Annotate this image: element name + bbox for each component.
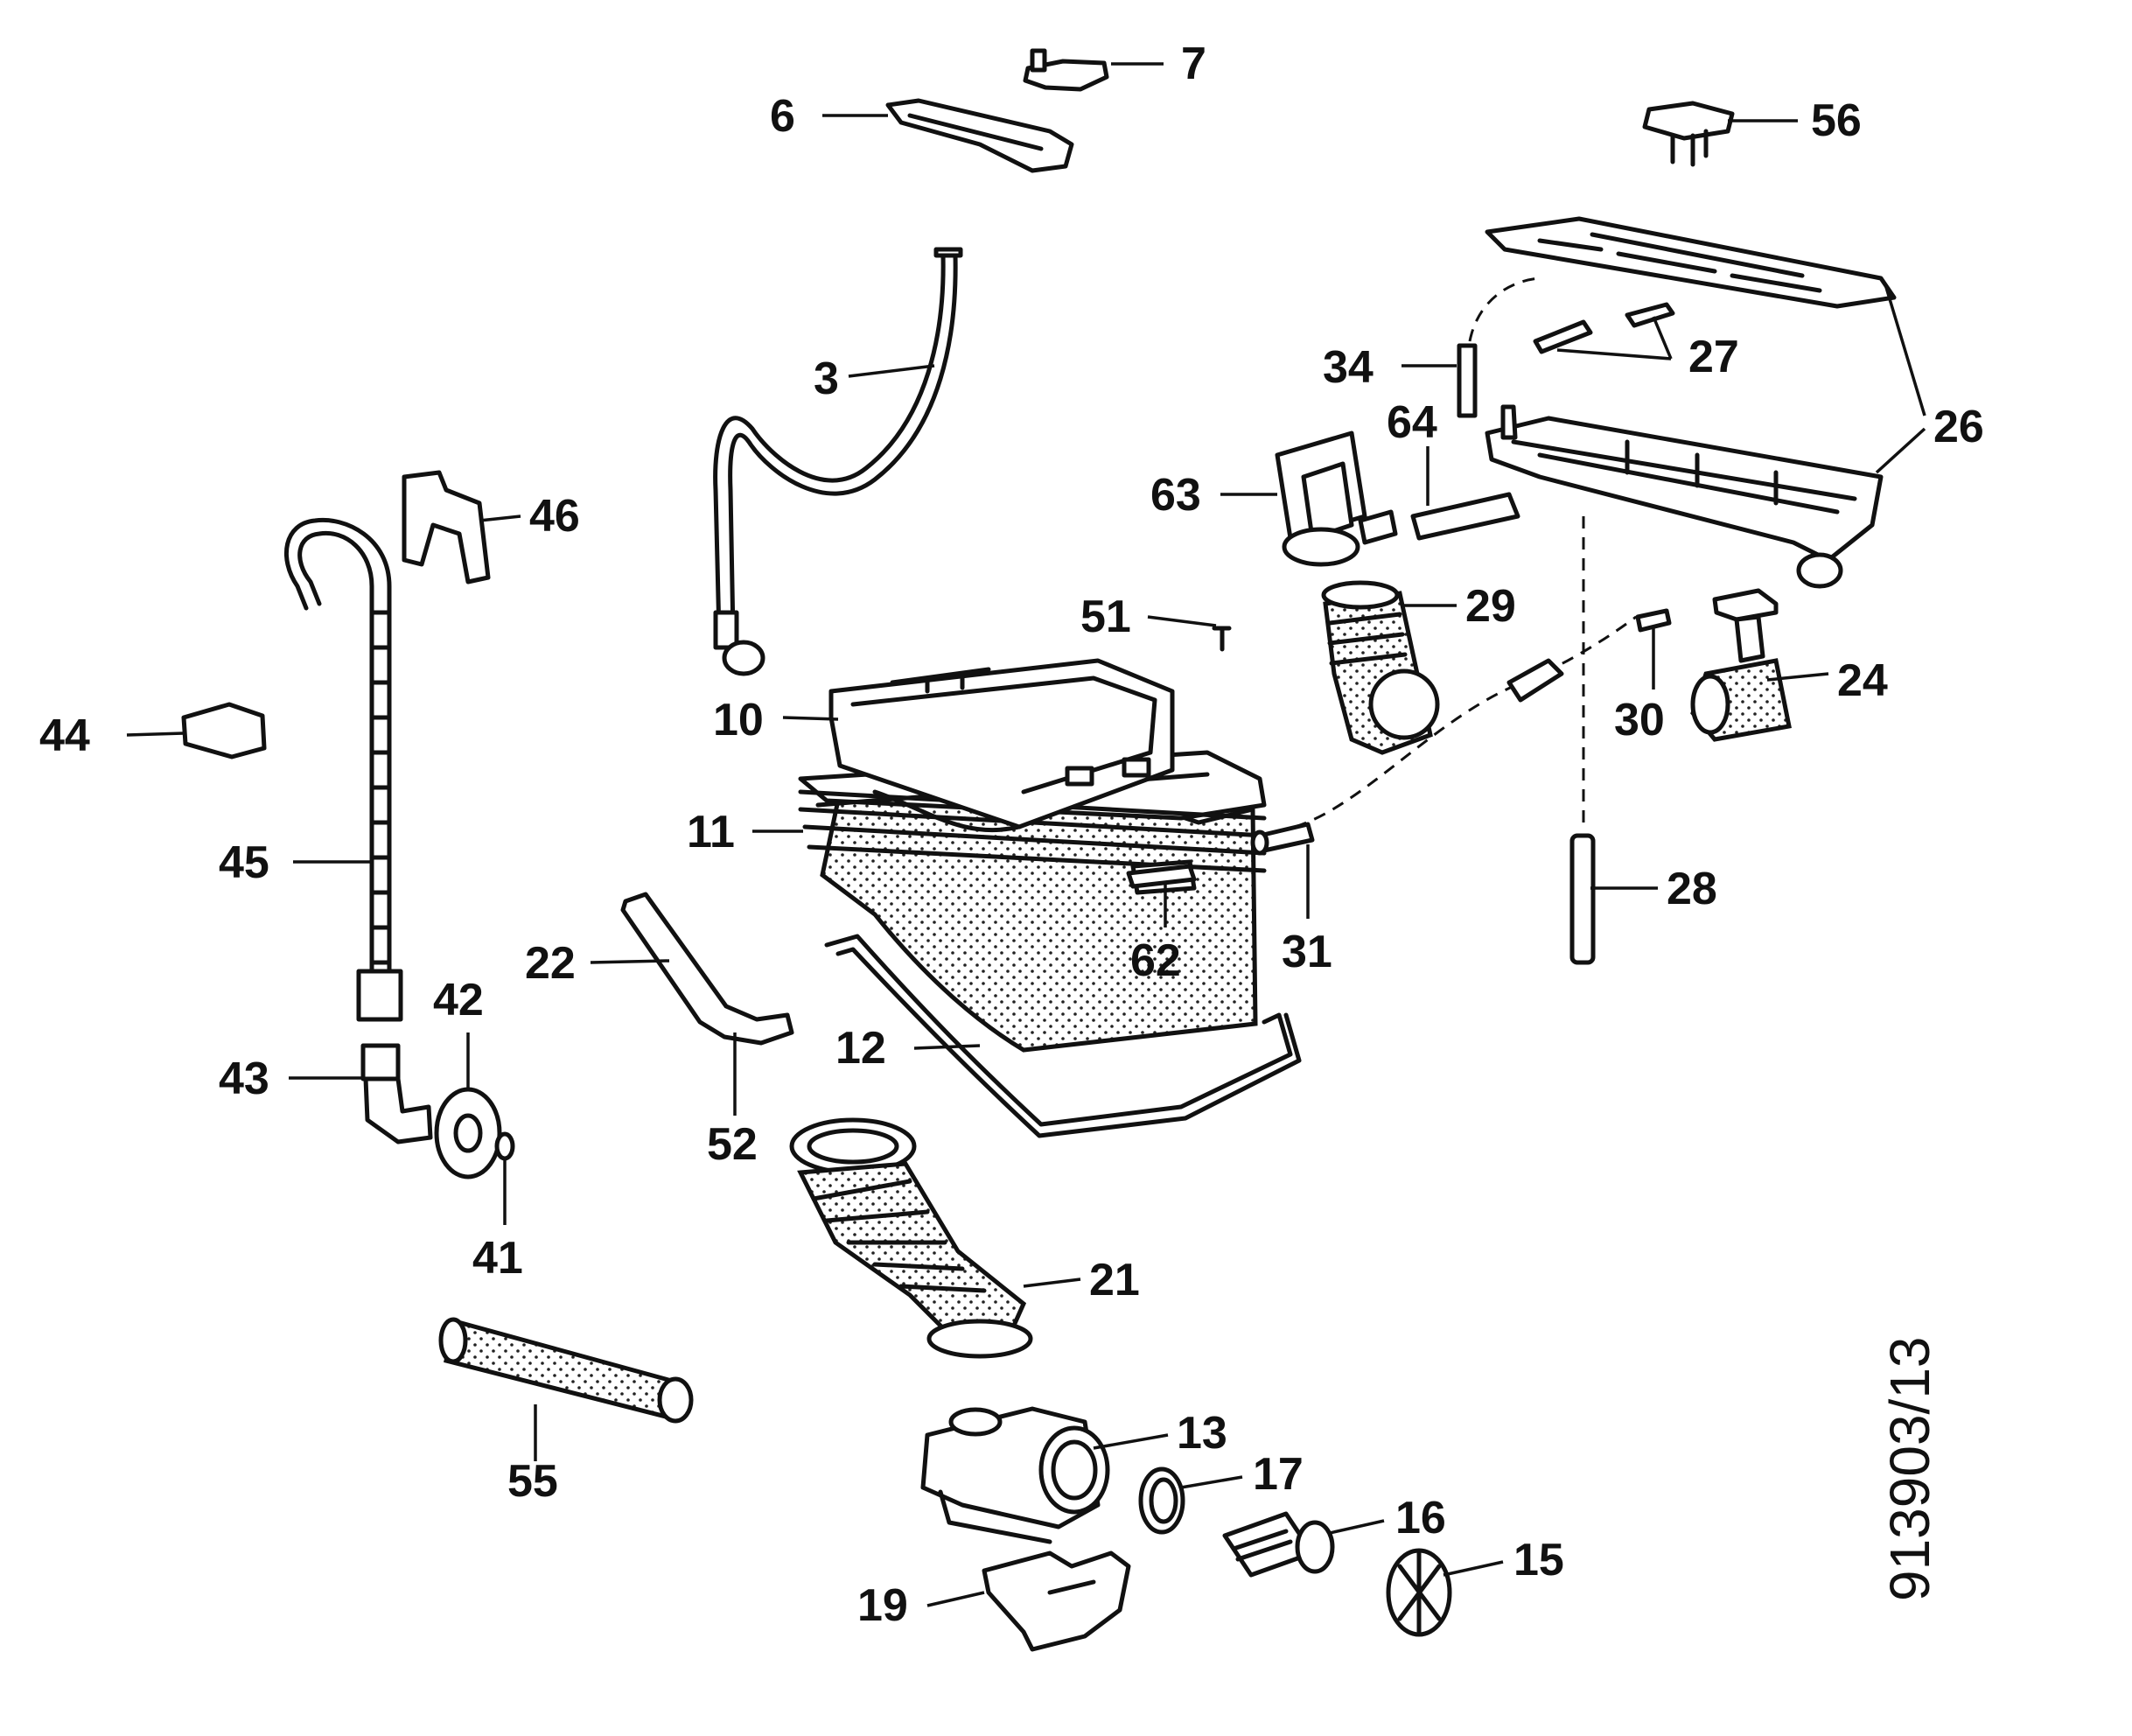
label-46: 46 <box>529 491 580 542</box>
callout-labels: 7 6 56 3 27 34 64 26 63 46 51 29 24 30 4… <box>39 38 1984 1631</box>
part-12 <box>824 934 1302 1138</box>
part-30 <box>1635 608 1672 633</box>
part-15 <box>1386 1548 1452 1637</box>
label-22: 22 <box>525 938 576 989</box>
part-56 <box>1642 101 1735 167</box>
drawing-code: 913903/13 <box>1878 1336 1941 1601</box>
label-63: 63 <box>1150 470 1201 521</box>
label-16: 16 <box>1395 1493 1446 1544</box>
label-28: 28 <box>1667 864 1717 914</box>
part-41 <box>494 1131 515 1161</box>
part-21 <box>789 1117 1033 1359</box>
label-56: 56 <box>1811 95 1862 146</box>
label-30: 30 <box>1614 695 1665 746</box>
label-17: 17 <box>1253 1449 1304 1500</box>
label-64: 64 <box>1387 397 1437 448</box>
label-21: 21 <box>1089 1255 1140 1306</box>
part-16 <box>1222 1511 1335 1578</box>
part-43 <box>360 1043 433 1144</box>
label-15: 15 <box>1513 1535 1564 1586</box>
part-13 <box>920 1406 1110 1544</box>
part-29 <box>1321 580 1440 755</box>
label-7: 7 <box>1181 38 1206 89</box>
dashed-link-30-31 <box>1294 615 1637 829</box>
part-42 <box>434 1087 502 1180</box>
dashed-link-34 <box>1468 276 1541 342</box>
part-31 <box>1250 822 1315 856</box>
label-24: 24 <box>1837 655 1888 706</box>
part-10 <box>828 658 1175 833</box>
label-19: 19 <box>857 1580 908 1631</box>
part-44 <box>181 702 267 760</box>
part-cable-sleeve <box>1506 658 1564 703</box>
label-31: 31 <box>1282 927 1332 977</box>
part-51 <box>1212 626 1232 652</box>
label-3: 3 <box>814 354 839 404</box>
part-7 <box>1023 48 1109 92</box>
part-62 <box>1126 864 1197 889</box>
label-52: 52 <box>707 1119 758 1170</box>
label-45: 45 <box>219 837 269 888</box>
leader-lines <box>126 62 1926 1607</box>
part-3 <box>713 247 963 676</box>
part-28 <box>1569 833 1596 965</box>
label-34: 34 <box>1323 342 1374 393</box>
label-6: 6 <box>770 91 795 142</box>
part-26-upper <box>1485 216 1897 309</box>
label-11: 11 <box>687 807 735 858</box>
label-44: 44 <box>39 710 90 761</box>
label-13: 13 <box>1177 1408 1227 1459</box>
part-45 <box>283 517 403 1022</box>
label-26: 26 <box>1933 402 1984 452</box>
label-55: 55 <box>507 1456 558 1507</box>
label-10: 10 <box>713 695 764 746</box>
label-41: 41 <box>472 1233 523 1284</box>
label-43: 43 <box>219 1054 269 1104</box>
part-17 <box>1138 1466 1185 1535</box>
part-26-lower <box>1485 404 1884 589</box>
part-19 <box>982 1550 1131 1652</box>
part-46 <box>402 470 491 584</box>
label-42: 42 <box>433 975 484 1026</box>
label-12: 12 <box>835 1023 886 1074</box>
part-64 <box>1410 492 1520 541</box>
label-51: 51 <box>1080 592 1131 642</box>
part-6 <box>885 98 1074 173</box>
part-27 <box>1533 302 1675 354</box>
label-29: 29 <box>1465 581 1516 632</box>
part-63 <box>1275 430 1398 567</box>
part-55 <box>438 1317 694 1424</box>
part-22 <box>620 892 794 1046</box>
label-62: 62 <box>1130 935 1181 986</box>
part-24 <box>1690 588 1792 742</box>
part-34 <box>1457 343 1478 418</box>
label-27: 27 <box>1688 332 1739 382</box>
